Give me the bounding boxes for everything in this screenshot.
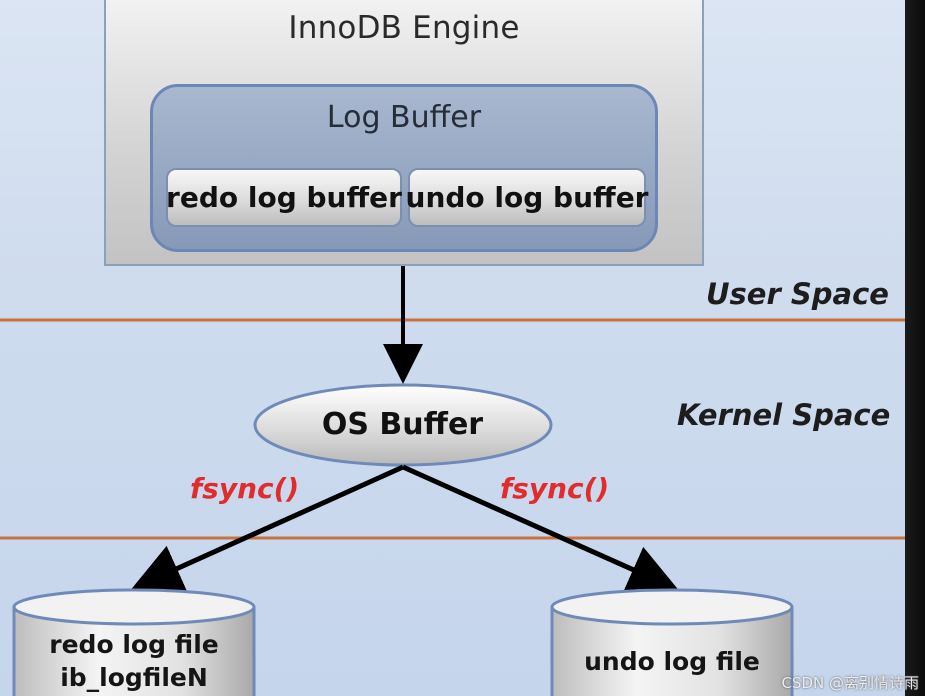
undo-log-file-cylinder xyxy=(550,588,794,696)
redo-log-buffer: redo log buffer xyxy=(166,168,402,227)
osbuffer-to-undo-file-arrow xyxy=(401,464,679,593)
redo-log-file-label: redo log file ib_logfileN xyxy=(14,628,254,694)
user-space-label: User Space xyxy=(706,277,889,311)
fsync-right-label: fsync() xyxy=(500,472,610,505)
diagram-canvas: InnoDB Engine Log Buffer redo log buffer… xyxy=(0,0,905,696)
innodb-engine-title: InnoDB Engine xyxy=(288,10,520,46)
redo-log-file-cylinder xyxy=(12,588,256,696)
log-buffer-title: Log Buffer xyxy=(326,100,482,135)
window-edge xyxy=(905,0,925,696)
watermark: CSDN @离别情诗雨 xyxy=(781,674,919,692)
os-buffer-label: OS Buffer xyxy=(321,407,484,442)
undo-log-buffer: undo log buffer xyxy=(406,168,649,227)
redo-log-file-name: redo log file xyxy=(49,630,219,659)
redo-log-file-pattern: ib_logfileN xyxy=(60,663,208,692)
kernel-space-label: Kernel Space xyxy=(677,398,891,432)
os-buffer-ellipse xyxy=(253,383,553,467)
diagram-graphics xyxy=(0,318,905,696)
fsync-left-label: fsync() xyxy=(190,472,300,505)
undo-log-file-label: undo log file xyxy=(584,647,760,676)
osbuffer-to-redo-file-arrow xyxy=(131,464,405,592)
